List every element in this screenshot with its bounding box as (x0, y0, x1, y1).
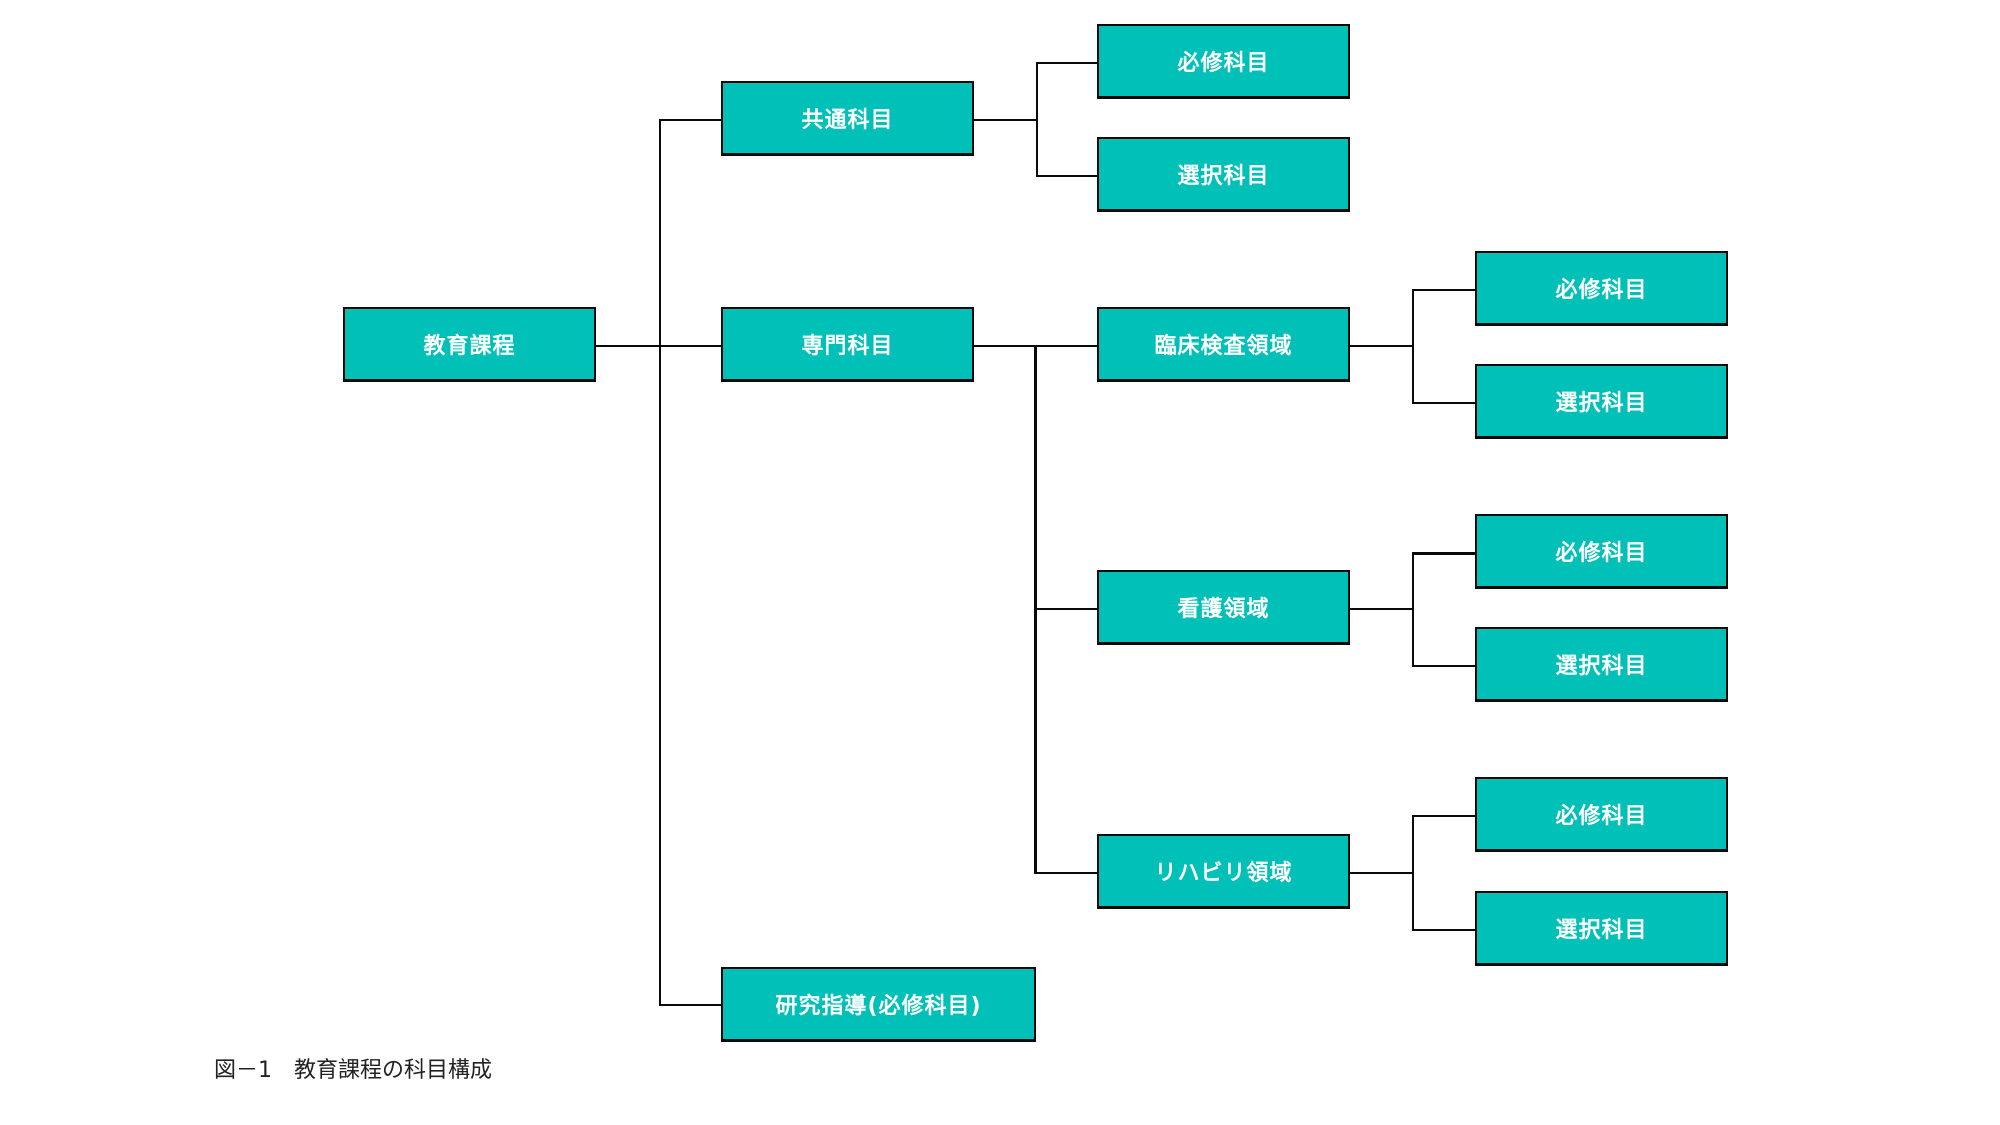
connector-common-branch (1036, 62, 1038, 177)
connector-nursing-to-required (1412, 552, 1476, 555)
connector-trunk-to-nursing (1036, 608, 1098, 610)
connector-nursing-branch (1412, 552, 1414, 667)
connector-clinical-to-branch (1350, 345, 1414, 347)
clinical-required-node: 必修科目 (1475, 251, 1728, 326)
nursing-domain-node: 看護領域 (1097, 570, 1350, 645)
specialized-subjects-node: 専門科目 (721, 307, 974, 382)
rehab-domain-node: リハビリ領域 (1097, 834, 1350, 909)
connector-common-to-elective (1036, 175, 1098, 177)
connector-rehab-to-branch (1350, 872, 1414, 874)
connector-clinical-branch (1412, 289, 1414, 404)
figure-caption: 図－1 教育課程の科目構成 (214, 1058, 492, 1083)
common-elective-node: 選択科目 (1097, 137, 1350, 212)
connector-trunk-to-specialized (659, 345, 722, 347)
connector-level1-trunk (659, 119, 661, 1005)
rehab-elective-node: 選択科目 (1475, 891, 1728, 966)
connector-root-to-trunk (596, 345, 660, 347)
nursing-elective-node: 選択科目 (1475, 627, 1728, 702)
connector-common-to-branch (973, 119, 1037, 121)
connector-rehab-to-elective (1412, 929, 1476, 931)
rehab-required-node: 必修科目 (1475, 777, 1728, 852)
root-node: 教育課程 (343, 307, 596, 382)
connector-domains-trunk (1034, 345, 1037, 874)
connector-rehab-branch (1412, 815, 1414, 931)
clinical-elective-node: 選択科目 (1475, 364, 1728, 439)
connector-clinical-to-required (1412, 289, 1476, 291)
connector-nursing-to-branch (1350, 608, 1414, 610)
connector-trunk-to-rehab (1036, 872, 1098, 874)
clinical-lab-domain-node: 臨床検査領域 (1097, 307, 1350, 382)
connector-trunk-to-common (659, 119, 722, 121)
connector-common-to-required (1036, 62, 1098, 64)
connector-trunk-to-research (659, 1004, 722, 1006)
research-guidance-node: 研究指導(必修科目) (721, 967, 1036, 1042)
connector-rehab-to-required (1412, 815, 1476, 817)
common-subjects-node: 共通科目 (721, 81, 974, 156)
common-required-node: 必修科目 (1097, 24, 1350, 99)
connector-clinical-to-elective (1412, 402, 1476, 404)
nursing-required-node: 必修科目 (1475, 514, 1728, 589)
connector-nursing-to-elective (1412, 665, 1476, 667)
